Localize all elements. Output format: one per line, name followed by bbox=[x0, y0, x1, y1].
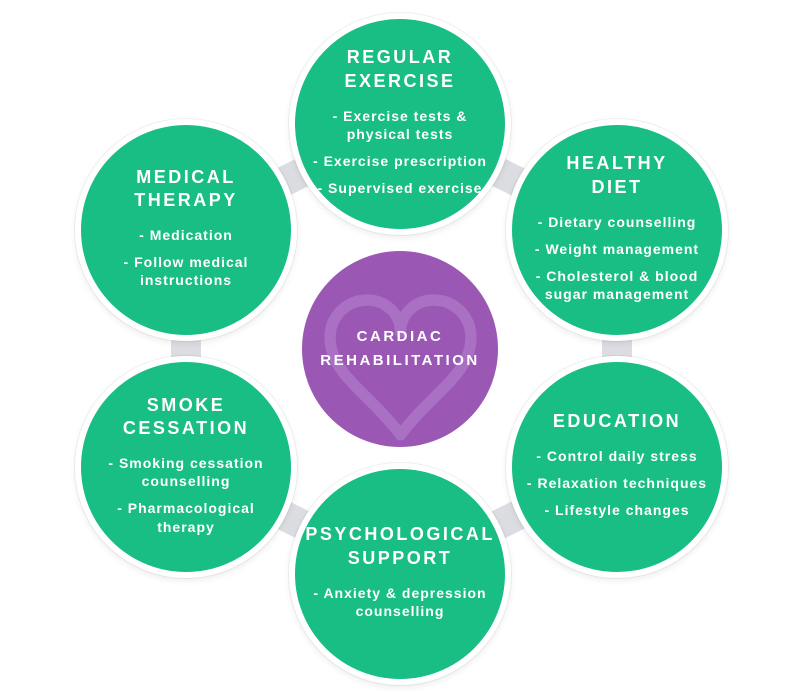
node-item: - Anxiety & depression counselling bbox=[313, 584, 487, 619]
center-title: CARDIAC REHABILITATION bbox=[320, 328, 480, 369]
node-title: MEDICAL THERAPY bbox=[134, 166, 238, 211]
node-regular-exercise: REGULAR EXERCISE - Exercise tests & phys… bbox=[289, 13, 511, 235]
node-title: SMOKE CESSATION bbox=[122, 394, 250, 439]
node-item: - Smoking cessation counselling bbox=[108, 455, 264, 490]
node-education: EDUCATION - Control daily stress - Relax… bbox=[506, 356, 728, 578]
node-cardiac-rehabilitation: CARDIAC REHABILITATION bbox=[302, 251, 498, 447]
node-item: - Medication bbox=[139, 227, 233, 244]
node-title: HEALTHY DIET bbox=[566, 153, 668, 197]
node-medical-therapy: MEDICAL THERAPY - Medication - Follow me… bbox=[75, 119, 297, 341]
node-item: - Exercise tests & physical tests bbox=[332, 107, 468, 142]
node-item: - Relaxation techniques bbox=[526, 475, 708, 492]
node-item: - Follow medical instructions bbox=[123, 254, 249, 289]
node-item: - Lifestyle changes bbox=[544, 502, 690, 519]
node-item: - Exercise prescription bbox=[313, 152, 487, 169]
node-smoke-cessation: SMOKE CESSATION - Smoking cessation coun… bbox=[75, 356, 297, 578]
node-item: - Pharmacological therapy bbox=[117, 500, 255, 535]
node-healthy-diet: HEALTHY DIET - Dietary counselling - Wei… bbox=[506, 119, 728, 341]
node-title: EDUCATION bbox=[552, 411, 682, 432]
node-psychological-support: PSYCHOLOGICAL SUPPORT - Anxiety & depres… bbox=[289, 463, 511, 685]
node-item: - Control daily stress bbox=[536, 447, 698, 464]
node-item: - Supervised exercise bbox=[317, 180, 483, 197]
node-item: - Cholesterol & blood sugar management bbox=[535, 267, 699, 303]
node-item: - Dietary counselling bbox=[537, 213, 697, 230]
node-item: - Weight management bbox=[534, 240, 700, 257]
node-title: REGULAR EXERCISE bbox=[344, 47, 456, 91]
node-title: PSYCHOLOGICAL SUPPORT bbox=[305, 524, 495, 568]
heart-outline-icon bbox=[324, 294, 477, 441]
